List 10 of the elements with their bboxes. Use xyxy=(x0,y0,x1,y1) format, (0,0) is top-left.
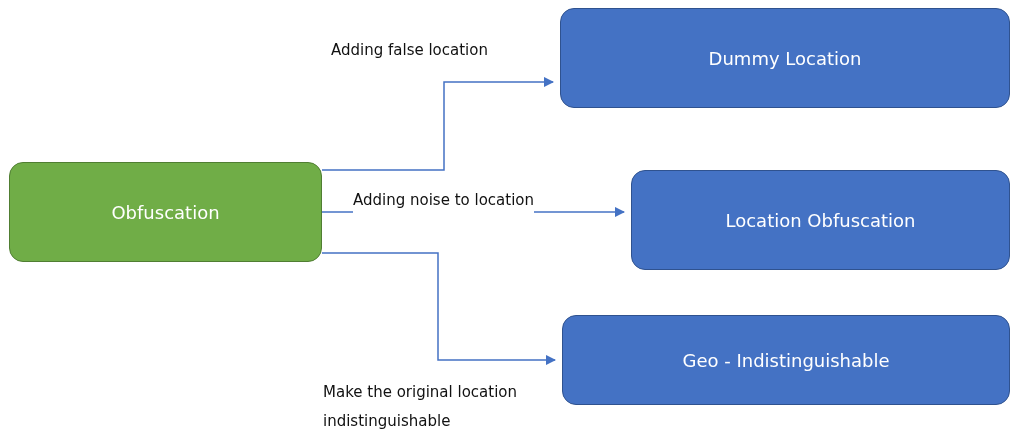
box-label: Obfuscation xyxy=(111,201,220,223)
arrow xyxy=(321,76,555,171)
box-label: Location Obfuscation xyxy=(725,209,916,231)
arrow xyxy=(321,252,557,366)
process-box xyxy=(560,8,1010,108)
box-label: Geo - Indistinguishable xyxy=(682,349,890,371)
process-box xyxy=(562,315,1010,405)
process-box xyxy=(9,162,322,262)
box-label: Dummy Location xyxy=(708,47,862,69)
process-box xyxy=(631,170,1010,270)
